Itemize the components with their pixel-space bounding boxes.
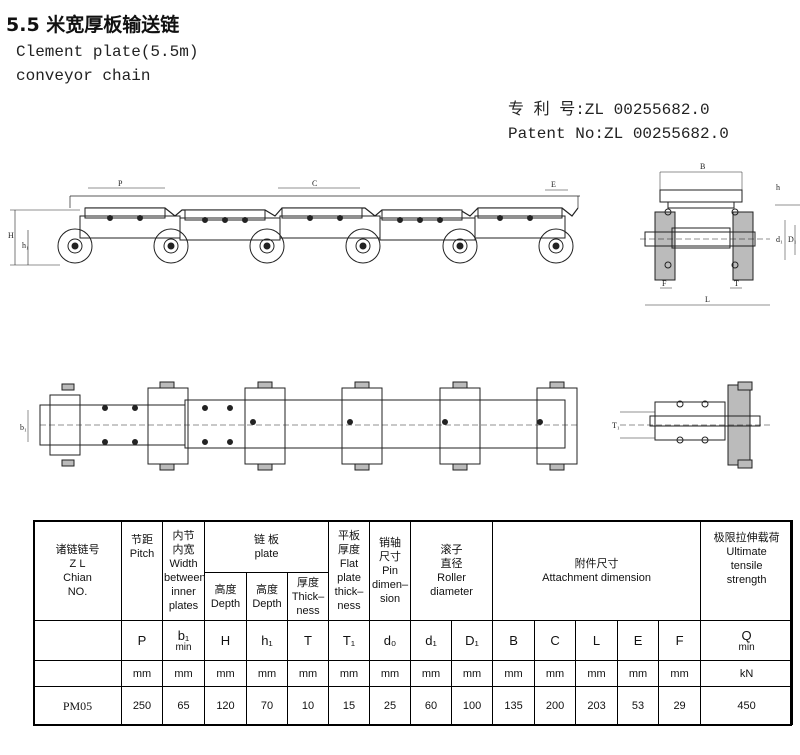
page-title-en: Clement plate(5.5m) conveyor chain	[16, 40, 198, 88]
unit-cell: mm	[410, 660, 453, 687]
sym-h1: h₁	[246, 620, 288, 661]
cell-L: 203	[575, 686, 619, 725]
cell-chain-no: PM05	[33, 686, 122, 725]
plan-view	[27, 381, 580, 471]
sym-F: F	[658, 620, 702, 661]
cell-d0: 25	[369, 686, 412, 725]
side-view	[10, 187, 800, 266]
header-plate: 链 板 plate	[203, 520, 330, 573]
cell-b1: 65	[162, 686, 205, 725]
sym-d0: d₀	[369, 620, 412, 661]
cell-D1: 100	[451, 686, 494, 725]
label-T1: T₁	[612, 421, 620, 430]
header-pin: 销轴 尺寸 Pin dimen– sion	[369, 520, 412, 621]
header-flat-plate: 平板 厚度 Flat plate thick– ness	[328, 520, 371, 621]
unit-cell: mm	[369, 660, 412, 687]
sym-T1: T₁	[328, 620, 371, 661]
unit-cell: kN	[700, 660, 794, 687]
sym-T: T	[286, 620, 330, 661]
label-E: E	[551, 180, 556, 189]
label-d1: d₁	[776, 235, 783, 244]
cell-C: 200	[534, 686, 577, 725]
label-B: B	[700, 162, 705, 171]
header-depth-H: 高度 Depth	[204, 572, 247, 621]
label-L: L	[705, 295, 710, 304]
cell-d1: 60	[410, 686, 453, 725]
label-T: T	[734, 279, 739, 288]
patent-en: Patent No:ZL 00255682.0	[508, 125, 729, 143]
end-view	[640, 171, 796, 306]
sym-P: P	[121, 620, 163, 661]
header-depth-h1: 高度 Depth	[246, 572, 288, 621]
sym-C: C	[534, 620, 577, 661]
unit-cell: mm	[162, 660, 205, 687]
header-chain-no: 诸链链号 Z L Chian NO.	[33, 520, 122, 621]
sym-H: H	[204, 620, 247, 661]
cell-E: 53	[617, 686, 660, 725]
sym-d1: d₁	[410, 620, 453, 661]
label-P: P	[118, 179, 123, 188]
header-attachment: 附件尺寸 Attachment dimension	[492, 520, 702, 621]
header-inner-width: 内节 内宽 Width between inner plates	[162, 520, 206, 621]
label-D1: D₁	[788, 235, 797, 244]
chain-technical-drawing: P C E H h₁ B h	[8, 162, 800, 471]
patent-cn: 专 利 号:ZL 00255682.0	[508, 101, 710, 119]
label-b1: b₁	[20, 423, 27, 432]
header-roller: 滚子 直径 Roller diameter	[410, 520, 494, 621]
section-view	[620, 381, 770, 469]
cell-Q: 450	[700, 686, 794, 725]
title-en-line1: Clement plate(5.5m)	[16, 43, 199, 61]
sym-B: B	[492, 620, 536, 661]
cell-H: 120	[204, 686, 247, 725]
unit-cell: mm	[575, 660, 619, 687]
sym-E: E	[617, 620, 660, 661]
unit-cell: mm	[121, 660, 163, 687]
cell-pitch: 250	[121, 686, 163, 725]
label-F: F	[662, 279, 667, 288]
cell-F: 29	[658, 686, 702, 725]
unit-cell: mm	[534, 660, 577, 687]
title-en-line2: conveyor chain	[16, 67, 151, 85]
label-h1: h₁	[22, 241, 29, 250]
cell-B: 135	[492, 686, 536, 725]
unit-cell: mm	[451, 660, 494, 687]
spec-table: 诸链链号 Z L Chian NO. 节距 Pitch 内节 内宽 Width …	[33, 520, 794, 725]
patent-info: 专 利 号:ZL 00255682.0 Patent No:ZL 0025568…	[508, 98, 729, 146]
sym-D1: D₁	[451, 620, 494, 661]
header-pitch: 节距 Pitch	[121, 520, 163, 621]
units-row: mm mm mm mm mm mm mm mm mm mm mm mm mm m…	[33, 660, 794, 687]
label-H: H	[8, 231, 14, 240]
unit-cell: mm	[286, 660, 330, 687]
label-C: C	[312, 179, 317, 188]
table-row: PM05 250 65 120 70 10 15 25 60 100 135 2…	[33, 686, 794, 725]
header-tensile: 极限拉伸载荷 Ultimate tensile strength	[700, 520, 794, 621]
label-h: h	[776, 183, 780, 192]
cell-T: 10	[286, 686, 330, 725]
header-thickness: 厚度 Thick– ness	[286, 572, 330, 621]
unit-cell: mm	[658, 660, 702, 687]
page-title-cn: 5.5 米宽厚板输送链	[6, 14, 180, 36]
unit-cell: mm	[492, 660, 536, 687]
unit-cell: mm	[204, 660, 247, 687]
unit-cell: mm	[328, 660, 371, 687]
unit-cell: mm	[617, 660, 660, 687]
unit-cell: mm	[246, 660, 288, 687]
cell-h1: 70	[246, 686, 288, 725]
cell-T1: 15	[328, 686, 371, 725]
sym-L: L	[575, 620, 619, 661]
